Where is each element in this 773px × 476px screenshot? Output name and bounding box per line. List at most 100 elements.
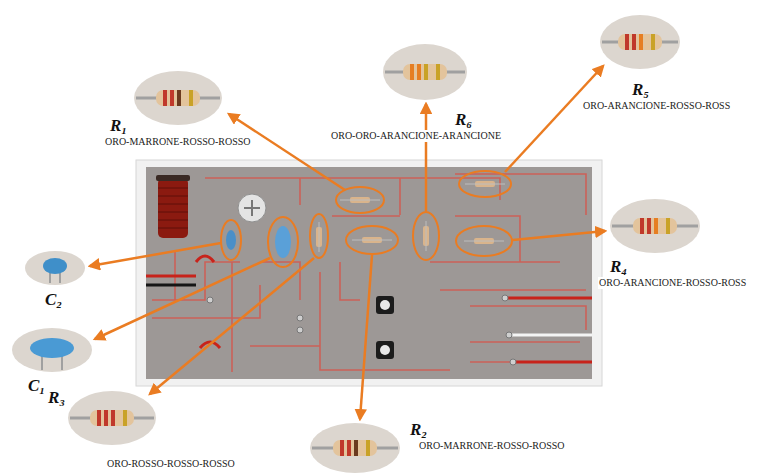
solder-pad — [297, 315, 303, 321]
color-band — [123, 410, 127, 426]
part-designator: C₁ — [28, 376, 45, 396]
solder-pad — [297, 327, 303, 333]
leader-arrow — [229, 114, 345, 190]
capacitor-inset — [25, 251, 85, 285]
highlight-ring — [310, 214, 328, 258]
color-band — [163, 90, 167, 106]
color-band — [170, 90, 174, 106]
color-band — [104, 410, 108, 426]
callout-label: R₃ ORO-ROSSO-ROSSO-ROSSO — [48, 388, 236, 470]
resistor-body — [333, 440, 377, 456]
leader-arrow — [505, 66, 603, 172]
wire — [146, 284, 196, 287]
resistor-inset — [610, 199, 700, 253]
inset-photo — [310, 423, 400, 473]
highlight-ring — [346, 226, 398, 254]
resistor-body — [618, 34, 662, 50]
solder-pad — [506, 332, 512, 338]
potentiometer — [238, 194, 266, 222]
color-code: ORO-ARANCIONE-ROSSO-ROSS — [582, 100, 731, 112]
color-band — [347, 440, 351, 456]
inset-photo — [610, 199, 700, 253]
color-band — [654, 218, 658, 234]
color-band — [651, 34, 655, 50]
inductor-winding — [158, 188, 188, 228]
highlight-ring — [413, 212, 439, 260]
callout-label: R₂ORO-MARRONE-ROSSO-ROSSO — [410, 420, 566, 452]
leader-arrow — [513, 231, 605, 240]
color-code: ORO-ROSSO-ROSSO-ROSSO — [106, 458, 236, 470]
color-code: ORO-MARRONE-ROSSO-ROSSO — [418, 440, 566, 452]
inset-photo — [12, 328, 92, 372]
leader-arrow — [425, 104, 428, 211]
solder-pad — [502, 295, 508, 301]
inset-photo — [25, 251, 85, 285]
part-designator: R₁ — [110, 116, 127, 136]
resistor-body — [633, 218, 677, 234]
potentiometer-slot — [244, 200, 260, 216]
color-band — [666, 218, 670, 234]
inset-photo — [600, 15, 680, 69]
circuit-board — [136, 160, 602, 386]
color-band — [410, 64, 414, 80]
color-code: ORO-ARANCIONE-ROSSO-ROSS — [598, 277, 747, 289]
wire — [512, 334, 592, 337]
leader-arrow — [90, 66, 605, 419]
inductor — [158, 178, 188, 238]
capacitor-body — [43, 258, 67, 274]
inset-photo — [68, 391, 156, 445]
color-band — [625, 34, 629, 50]
color-band — [639, 34, 643, 50]
highlight-ring — [336, 187, 384, 213]
color-code: ORO-MARRONE-ROSSO-ROSSO — [104, 136, 252, 148]
inset-photo — [383, 44, 467, 100]
highlight-ring — [456, 226, 512, 256]
wire — [508, 297, 592, 300]
highlight-ring — [221, 171, 512, 267]
trimmer-knob — [380, 345, 390, 355]
capacitor-c1 — [275, 226, 291, 258]
solder-pad — [207, 297, 213, 303]
part-designator: C₂ — [45, 290, 62, 310]
leader-arrow — [95, 258, 270, 339]
color-band — [177, 90, 181, 106]
part-designator: R₂ — [410, 420, 427, 440]
callout-label: R₅ORO-ARANCIONE-ROSSO-ROSS — [582, 80, 731, 112]
capacitor-inset — [12, 328, 92, 372]
wire-jumper — [196, 256, 214, 262]
capacitor-c2 — [226, 230, 236, 250]
copper-trace — [152, 174, 586, 372]
color-band — [632, 34, 636, 50]
resistor-inset — [600, 15, 680, 69]
callout-label: C₁ — [28, 376, 45, 396]
color-band — [340, 440, 344, 456]
color-code: ORO-ORO-ARANCIONE-ARANCIONE — [330, 130, 502, 142]
part-designator: R₆ — [455, 110, 472, 130]
color-band — [354, 440, 358, 456]
photo-frame — [136, 160, 602, 386]
wire — [516, 361, 592, 364]
solder-pad — [510, 359, 516, 365]
color-band — [111, 410, 115, 426]
color-band — [189, 90, 193, 106]
resistor-inset — [383, 44, 467, 100]
solder-pad — [207, 295, 516, 365]
color-band — [366, 440, 370, 456]
highlight-ring — [459, 171, 511, 197]
color-band — [436, 64, 440, 80]
leader-arrow — [150, 258, 314, 394]
color-band — [417, 64, 421, 80]
callout-label: R₆ORO-ORO-ARANCIONE-ARANCIONE — [330, 110, 502, 142]
resistor-inset — [310, 423, 400, 473]
color-band — [640, 218, 644, 234]
board — [146, 167, 592, 379]
color-band — [647, 218, 651, 234]
resistor-inset — [134, 71, 222, 125]
part-designator: R₃ — [48, 388, 65, 408]
color-band — [97, 410, 101, 426]
resistor-body — [90, 410, 134, 426]
trimmer — [376, 296, 394, 314]
inductor-cap — [156, 175, 190, 181]
